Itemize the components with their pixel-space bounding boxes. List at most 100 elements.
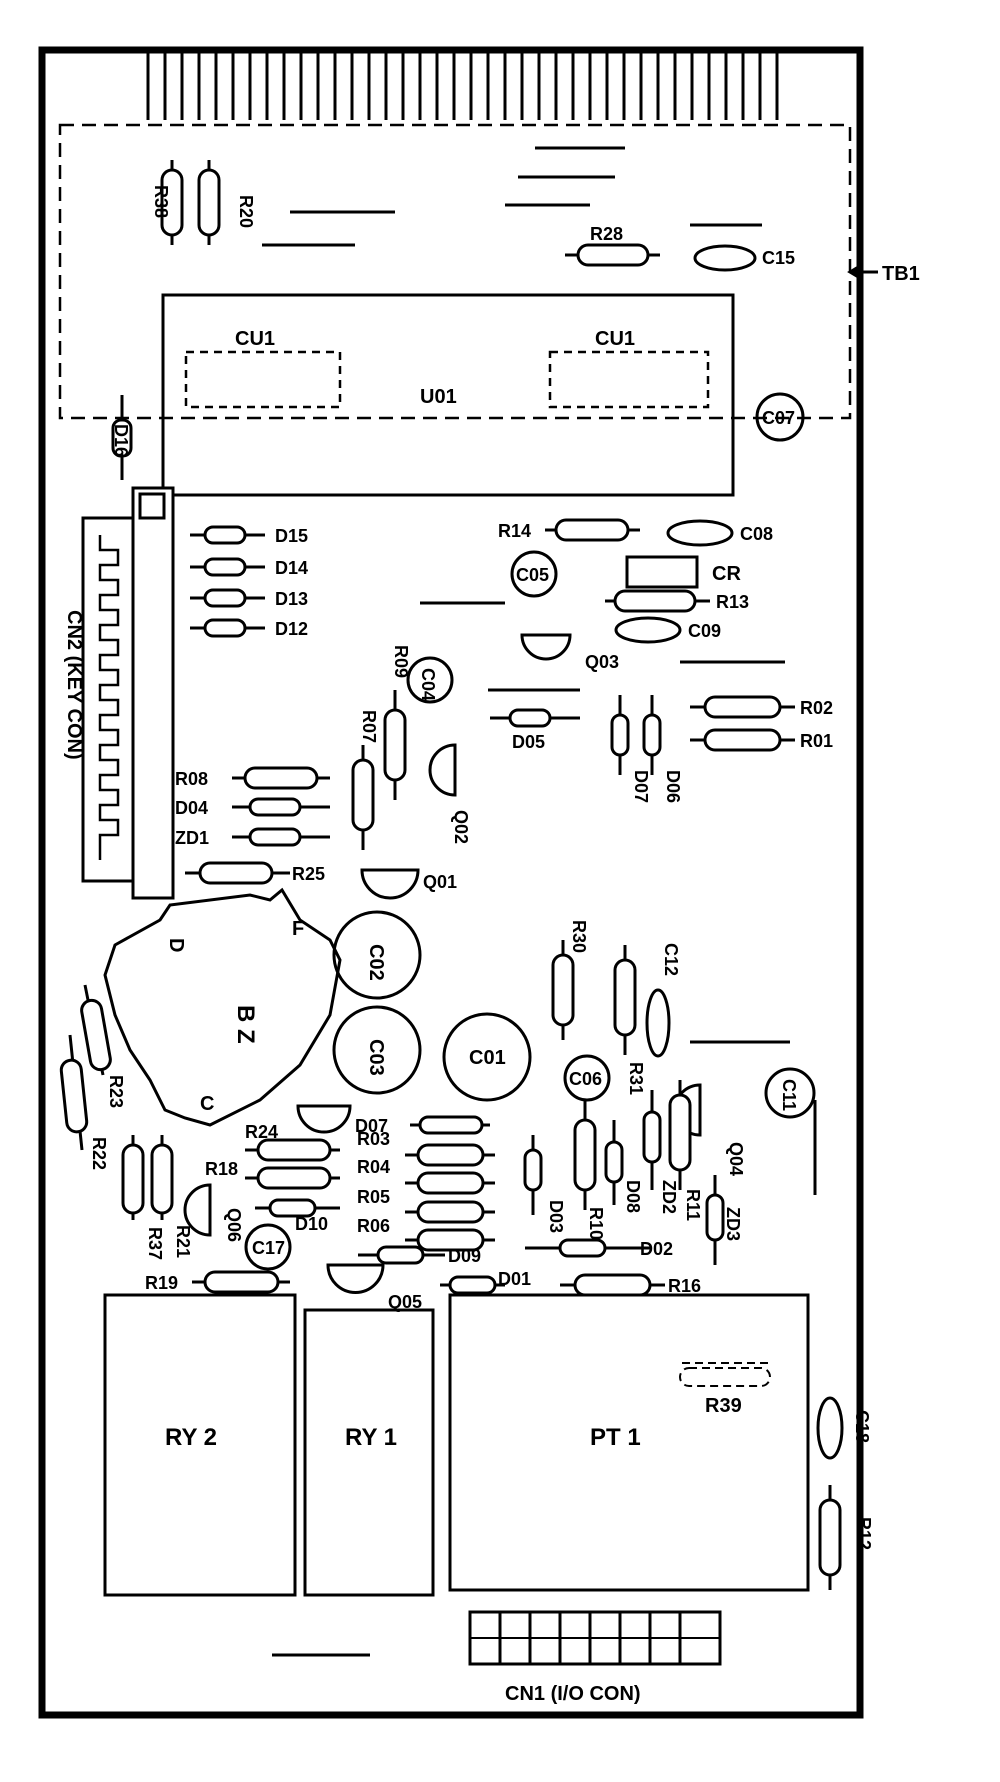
label-r14: R14 xyxy=(498,521,531,541)
r05-resistor xyxy=(405,1200,495,1224)
label-q01: Q01 xyxy=(423,872,457,892)
label-tb1: TB1 xyxy=(882,263,920,285)
d02-diode xyxy=(525,1238,650,1258)
r12-resistor xyxy=(818,1485,842,1590)
d10-diode xyxy=(255,1198,340,1218)
c08-capacitor xyxy=(666,519,734,547)
r22-resistor xyxy=(59,1034,89,1151)
label-r11: R11 xyxy=(683,1189,703,1221)
r03-resistor xyxy=(405,1143,495,1167)
c05-capacitor xyxy=(510,550,558,598)
label-zd2: ZD2 xyxy=(659,1180,679,1214)
r01-resistor xyxy=(690,728,795,752)
label-r16: R16 xyxy=(668,1276,701,1296)
label-ry1: RY 1 xyxy=(345,1424,397,1451)
label-d07-lower: D07 xyxy=(355,1116,388,1136)
r10-resistor xyxy=(573,1100,597,1210)
label-d16: D16 xyxy=(111,424,131,457)
r31-resistor-left xyxy=(121,1135,145,1220)
c06-capacitor xyxy=(563,1054,611,1102)
label-d08: D08 xyxy=(623,1180,643,1213)
q06-transistor xyxy=(183,1183,212,1237)
d07-diode-lower xyxy=(410,1115,490,1135)
q03-transistor xyxy=(520,633,572,661)
label-r28: R28 xyxy=(590,224,623,244)
r39-outline xyxy=(679,1367,771,1387)
cn1-io-connector xyxy=(468,1610,722,1666)
r25-resistor xyxy=(185,861,290,885)
label-r22: R22 xyxy=(89,1137,109,1170)
label-u01: U01 xyxy=(420,386,457,408)
c17-capacitor xyxy=(244,1223,292,1271)
label-r10: R10 xyxy=(586,1207,606,1240)
r04-resistor xyxy=(405,1171,495,1195)
ry1-relay xyxy=(303,1308,435,1597)
r19-resistor xyxy=(192,1270,290,1294)
c11-capacitor xyxy=(764,1067,816,1119)
label-d02: D02 xyxy=(640,1239,673,1259)
label-c09: C09 xyxy=(688,621,721,641)
r24-resistor xyxy=(245,1138,340,1162)
label-c06: C06 xyxy=(569,1069,602,1089)
label-c08: C08 xyxy=(740,524,773,544)
d06-diode-upper xyxy=(642,695,662,775)
d16-diode xyxy=(111,395,133,480)
cu1-right-outline xyxy=(548,350,710,409)
label-d01: D01 xyxy=(498,1269,531,1289)
label-c17: C17 xyxy=(252,1238,285,1258)
pt1-transformer xyxy=(448,1293,810,1592)
label-d09: D09 xyxy=(448,1246,481,1266)
r23-resistor xyxy=(80,984,112,1076)
r07-resistor xyxy=(351,745,375,850)
label-r03: R03 xyxy=(357,1129,390,1149)
label-pt1: PT 1 xyxy=(590,1424,641,1451)
label-cn2: CN2 (KEY CON) xyxy=(63,610,85,760)
d09-diode xyxy=(358,1245,445,1265)
c02-capacitor xyxy=(332,910,422,1000)
label-d04: D04 xyxy=(175,798,208,818)
r31-resistor xyxy=(613,945,637,1055)
zd3-diode xyxy=(705,1175,725,1265)
q01-transistor xyxy=(360,868,420,900)
label-r31: R31 xyxy=(626,1062,646,1095)
label-cn1: CN1 (I/O CON) xyxy=(505,1683,641,1705)
label-d07-upper: D07 xyxy=(631,770,651,803)
label-d12: D12 xyxy=(275,619,308,639)
zd2-diode xyxy=(642,1090,662,1190)
c07-capacitor xyxy=(755,392,805,442)
u01-body xyxy=(161,293,735,497)
label-c03: C03 xyxy=(365,1039,387,1076)
label-r39: R39 xyxy=(705,1395,742,1417)
label-q03: Q03 xyxy=(585,652,619,672)
label-c11: C11 xyxy=(779,1079,799,1111)
edge-connector xyxy=(146,50,779,120)
d05-diode xyxy=(490,708,580,728)
label-r12: R12 xyxy=(854,1517,874,1550)
label-d15: D15 xyxy=(275,526,308,546)
label-bz-f: F xyxy=(292,918,304,940)
c09-capacitor xyxy=(614,616,682,644)
r28-resistor xyxy=(565,243,660,267)
cn2-key-connector xyxy=(81,486,175,900)
r16-resistor xyxy=(560,1273,665,1297)
label-bz: B Z xyxy=(232,1005,259,1044)
label-c05: C05 xyxy=(516,565,549,585)
label-r24: R24 xyxy=(245,1122,278,1142)
board-outline xyxy=(38,46,864,1719)
label-q05: Q05 xyxy=(388,1292,422,1312)
q02-transistor xyxy=(428,743,457,797)
c12-capacitor xyxy=(645,988,671,1058)
r13-resistor xyxy=(605,589,710,613)
r06-resistor xyxy=(405,1228,495,1252)
d04-diode xyxy=(232,797,330,817)
label-c01: C01 xyxy=(469,1047,506,1069)
label-bz-d: D xyxy=(165,938,187,952)
label-r38: R38 xyxy=(151,185,171,218)
label-d06-upper: D06 xyxy=(663,770,683,803)
label-r30: R30 xyxy=(569,920,589,953)
label-r04: R04 xyxy=(357,1157,390,1177)
label-r07: R07 xyxy=(359,710,379,743)
label-r21: R21 xyxy=(173,1225,193,1258)
c03-capacitor xyxy=(332,1005,422,1095)
label-c15: C15 xyxy=(762,248,795,268)
